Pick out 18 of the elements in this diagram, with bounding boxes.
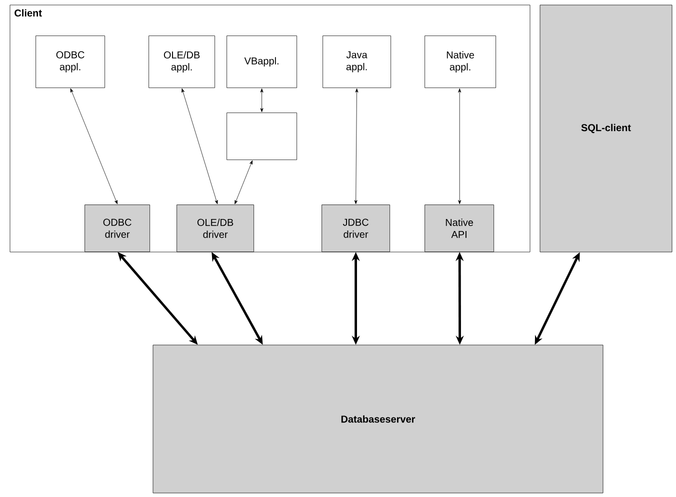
arrow <box>234 160 253 204</box>
component-box: JDBC driver <box>322 204 390 252</box>
component-box: ODBC driver <box>84 204 150 252</box>
arrow <box>458 88 462 204</box>
component-box: Native appl. <box>424 36 496 88</box>
component-box: OLE/DB appl. <box>148 36 215 88</box>
component-box: Java appl. <box>322 36 391 88</box>
arrow <box>70 88 118 204</box>
arrow <box>260 88 264 112</box>
arrow <box>182 88 218 204</box>
component-box: OLE/DB driver <box>176 204 254 252</box>
server-box: SQL-client <box>540 4 672 252</box>
arrow <box>354 88 358 204</box>
component-box: VBappl. <box>226 36 297 88</box>
component-box: Native API <box>424 204 494 252</box>
component-box: ODBC appl. <box>36 36 105 88</box>
component-box <box>226 112 297 160</box>
server-box: Databaseserver <box>152 344 604 494</box>
